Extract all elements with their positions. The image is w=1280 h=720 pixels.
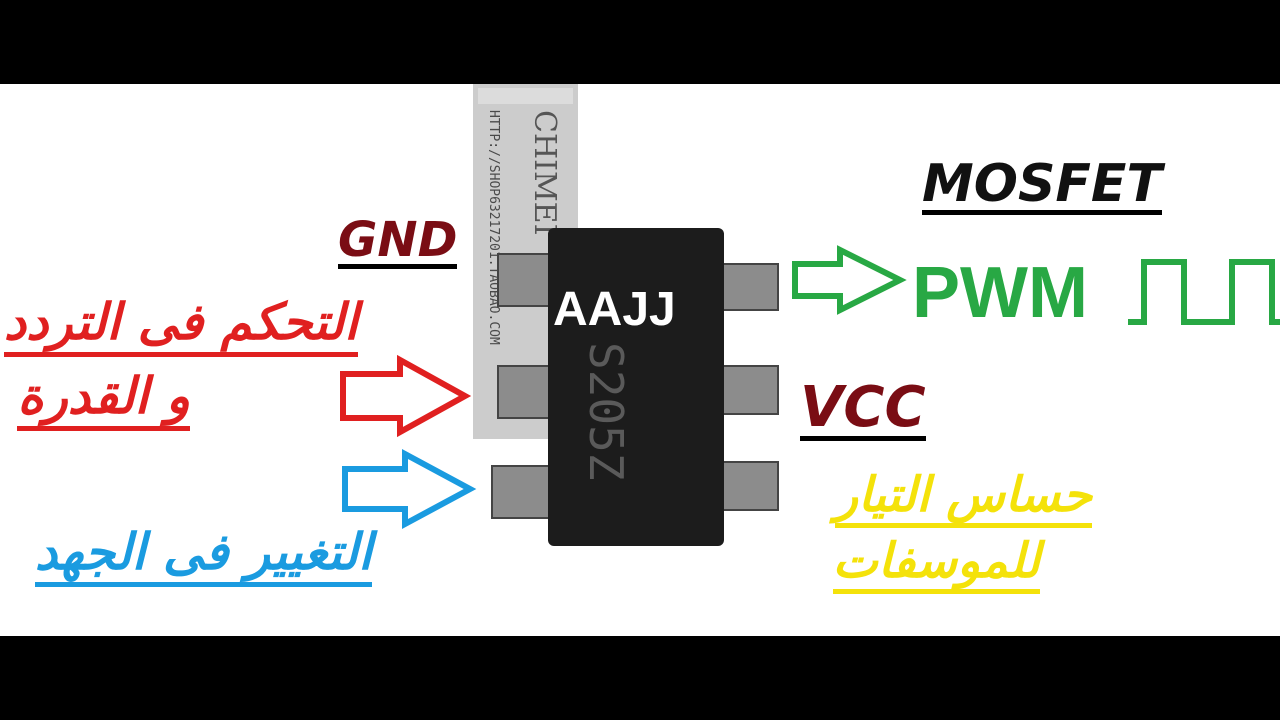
pin-right-bottom (717, 461, 779, 511)
mosfet-label: MOSFET (922, 154, 1162, 215)
watermark-brand: CHIMEI (527, 110, 562, 235)
frequency-control-label: التحكم فى التردد (3, 293, 358, 357)
voltage-change-label: التغيير فى الجهد (34, 523, 372, 587)
current-sense-label: حساس التيار (834, 467, 1092, 529)
chip-body (548, 228, 724, 546)
pin-right-top (717, 263, 779, 311)
red-arrow (340, 354, 472, 438)
gnd-label: GND (338, 212, 458, 269)
diagram-canvas: CHIMEI HTTP://SHOP63217201.TAOBAO.COM S2… (0, 84, 1280, 636)
chip-lot-code: S205Z (579, 342, 633, 480)
pwm-label: PWM (912, 253, 1088, 333)
sot23-6-chip: S205Z (491, 228, 779, 546)
pin-right-mid (717, 365, 779, 415)
blue-arrow (342, 448, 477, 530)
pin-left-bottom (491, 465, 553, 519)
mosfet-sense-label: للموسفات (832, 533, 1040, 595)
pin-left-top (497, 253, 554, 307)
pwm-wave (1128, 259, 1280, 325)
green-arrow (792, 245, 907, 315)
watermark-url: HTTP://SHOP63217201.TAOBAO.COM (486, 110, 501, 345)
pin-left-mid (497, 365, 554, 419)
diagram-svg: CHIMEI HTTP://SHOP63217201.TAOBAO.COM S2… (340, 84, 1280, 546)
power-label: و القدرة (17, 367, 190, 431)
chip-marking: AAJJ (553, 283, 676, 336)
vcc-label: VCC (800, 375, 926, 441)
